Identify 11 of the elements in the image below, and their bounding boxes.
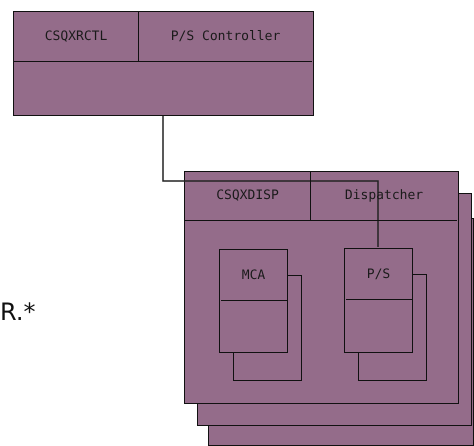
box-heading: CSQXDISP <box>185 172 311 220</box>
stacked-ps-box <box>344 248 427 381</box>
box-title: P/S Controller <box>139 12 312 62</box>
box-heading: CSQXRCTL <box>14 12 139 62</box>
note-text: R.* <box>0 298 36 326</box>
controller-box <box>13 11 314 116</box>
dispatcher-box <box>184 171 459 404</box>
stacked-mca-box <box>219 249 302 381</box>
box-heading: MCA <box>220 250 286 301</box>
box-heading: P/S <box>346 250 412 300</box>
connector-line <box>162 116 379 247</box>
